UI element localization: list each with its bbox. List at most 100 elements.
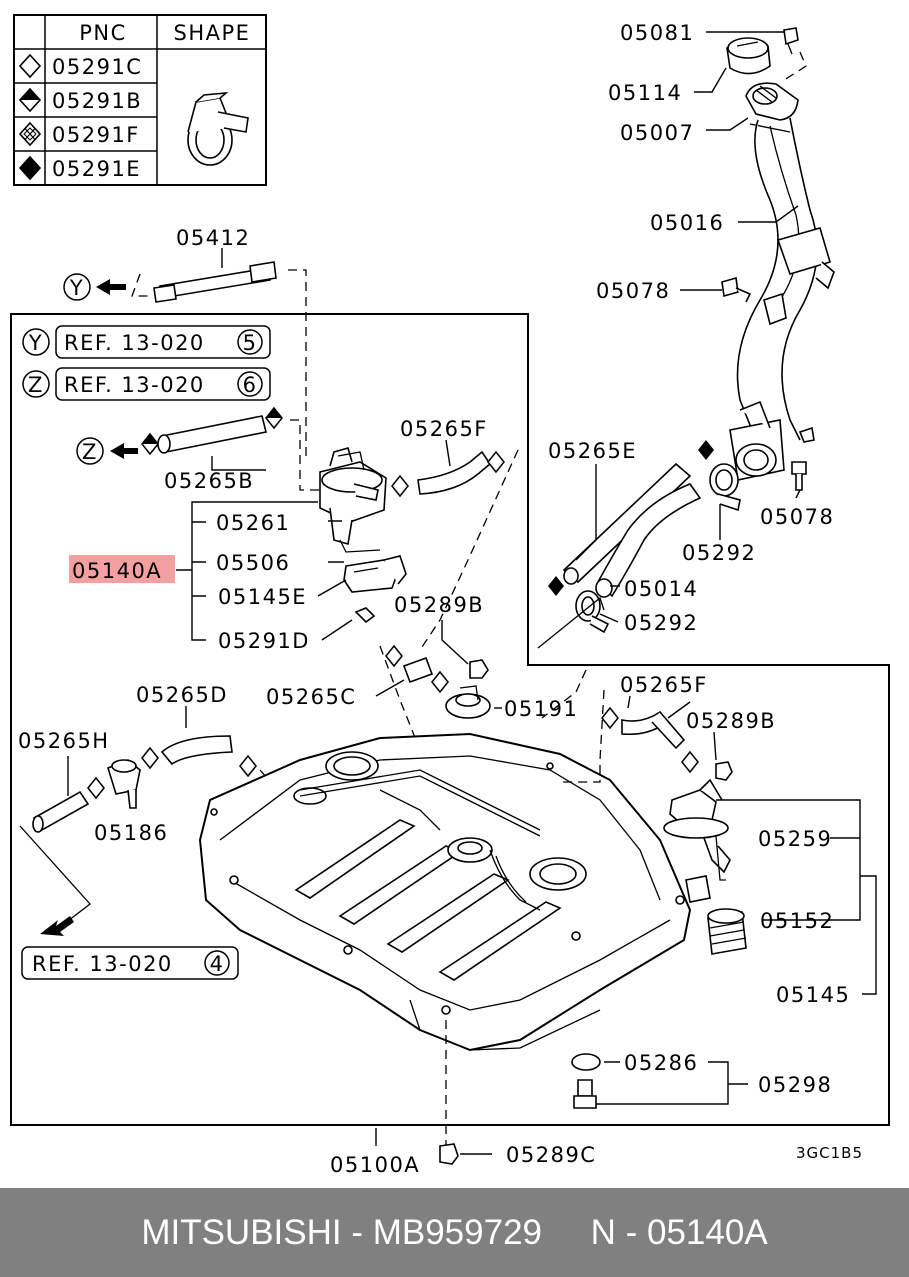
filler-neck-assembly: [698, 27, 835, 491]
bolt-05078-lower: [791, 461, 807, 491]
seal-05291D: [354, 607, 376, 624]
hose-05265C: [402, 656, 434, 684]
label-05152: 05152: [760, 909, 834, 933]
hose-05265F-lower: [621, 710, 686, 750]
diamond-crossed-icon: [391, 474, 409, 498]
clamp-05292-upper: [709, 463, 741, 512]
ref-bottom: REF. 13-020 4: [21, 946, 239, 980]
legend-pnc-1: 05291C: [52, 55, 142, 79]
footer-bar: MITSUBISHI - MB959729 N - 05140A: [0, 1188, 909, 1277]
label-05081: 05081: [620, 21, 694, 45]
fuel-pump-module: [319, 447, 407, 593]
legend-pnc-4: 05291E: [52, 157, 141, 181]
bolt-05078-upper: [721, 276, 752, 303]
diamond-crossed-icon: [487, 450, 505, 474]
diamond-outline-icon: [87, 776, 105, 800]
ref-y-marker: Y: [28, 331, 43, 355]
label-05078-lower: 05078: [760, 505, 834, 529]
label-05140A: 05140A: [72, 559, 162, 583]
label-05007: 05007: [620, 121, 694, 145]
fuel-sender-05259: [663, 778, 731, 903]
hose-05265B: [157, 415, 267, 454]
label-05265F-upper: 05265F: [400, 417, 488, 441]
nut-05289B-lower: [715, 761, 733, 781]
label-05100A: 05100A: [330, 1153, 420, 1177]
part-05191: [445, 685, 491, 719]
label-05286: 05286: [624, 1051, 698, 1075]
label-05506: 05506: [216, 551, 290, 575]
diagram-code: 3GC1B5: [796, 1144, 863, 1162]
section-frame: [10, 313, 890, 1126]
label-05265B: 05265B: [164, 469, 254, 493]
label-05289C: 05289C: [506, 1143, 596, 1167]
ref-bottom-num: 4: [210, 952, 225, 976]
label-05078-upper: 05078: [596, 279, 670, 303]
label-05292-lower: 05292: [624, 611, 698, 635]
ref-y-num: 5: [243, 331, 258, 355]
label-05289B-lower: 05289B: [686, 709, 776, 733]
label-05261: 05261: [216, 511, 290, 535]
z-marker-arrow: Z: [76, 437, 138, 465]
legend-pnc-2: 05291B: [52, 89, 142, 113]
label-05114: 05114: [608, 81, 682, 105]
diamond-filled-icon: [698, 440, 714, 460]
ref-z-num: 6: [243, 373, 258, 397]
label-05265C: 05265C: [266, 685, 356, 709]
clamp-05292-lower: [575, 590, 610, 634]
z-marker-label: Z: [82, 440, 98, 464]
label-05145: 05145: [776, 983, 850, 1007]
pump-05152: [707, 908, 747, 955]
check-valve-05186: [107, 759, 141, 809]
ref-z: Z REF. 13-020 6: [22, 367, 271, 401]
hose-05265D: [160, 735, 233, 766]
diamond-crossed-icon: [681, 750, 699, 774]
label-05265F-lower: 05265F: [620, 673, 708, 697]
filler-neck-top: [745, 82, 799, 133]
ref-z-text: REF. 13-020: [64, 373, 205, 397]
y-marker-arrow: Y: [63, 273, 126, 301]
label-05014: 05014: [624, 577, 698, 601]
label-05291D: 05291D: [218, 629, 310, 653]
label-05292-upper: 05292: [682, 541, 756, 565]
diamond-outline-icon: [239, 754, 257, 778]
legend-header-shape: SHAPE: [174, 21, 251, 45]
diamond-filled-icon: [18, 155, 42, 181]
diamond-outline-icon: [431, 670, 449, 694]
label-05289B-upper: 05289B: [394, 593, 484, 617]
label-05265D: 05265D: [136, 683, 228, 707]
bolt-05081: [783, 27, 799, 55]
diamond-crossed-icon: [601, 706, 619, 730]
diamond-filled-icon: [548, 576, 564, 596]
label-05191: 05191: [504, 697, 578, 721]
hose-05265F-upper: [417, 450, 492, 495]
diamond-crossed-icon: [18, 121, 42, 147]
nut-05289B-upper: [469, 659, 489, 679]
label-05412: 05412: [176, 226, 250, 250]
ref-z-marker: Z: [28, 373, 44, 397]
filler-tube: [736, 119, 779, 431]
diamond-outline-icon: [18, 53, 42, 79]
nut-05289C: [439, 1143, 459, 1165]
label-05265E: 05265E: [548, 439, 637, 463]
legend-header-pnc: PNC: [79, 21, 127, 45]
diamond-outline-icon: [141, 746, 159, 770]
washer-05286: [571, 1053, 601, 1071]
label-highlight: [69, 555, 175, 583]
fuel-cap: [726, 37, 771, 75]
parts-diagram: PNC SHAPE 05291C 05291B 05291F 05291E: [10, 14, 890, 1177]
legend-pnc-3: 05291F: [52, 123, 140, 147]
fuel-tank: [198, 732, 692, 1052]
ref-bottom-text: REF. 13-020: [32, 952, 173, 976]
label-05145E: 05145E: [218, 585, 307, 609]
label-05016: 05016: [650, 211, 724, 235]
label-05298: 05298: [758, 1073, 832, 1097]
bolt-05298: [573, 1079, 597, 1109]
hose-05412: [153, 261, 277, 303]
label-05259: 05259: [758, 827, 832, 851]
diamond-half-filled-icon: [18, 87, 42, 113]
legend-table: PNC SHAPE 05291C 05291B 05291F 05291E: [13, 14, 267, 186]
hose-05014: [595, 483, 702, 598]
hose-05265E: [562, 462, 692, 585]
label-05265H: 05265H: [18, 729, 110, 753]
ref-y: Y REF. 13-020 5: [22, 325, 271, 359]
